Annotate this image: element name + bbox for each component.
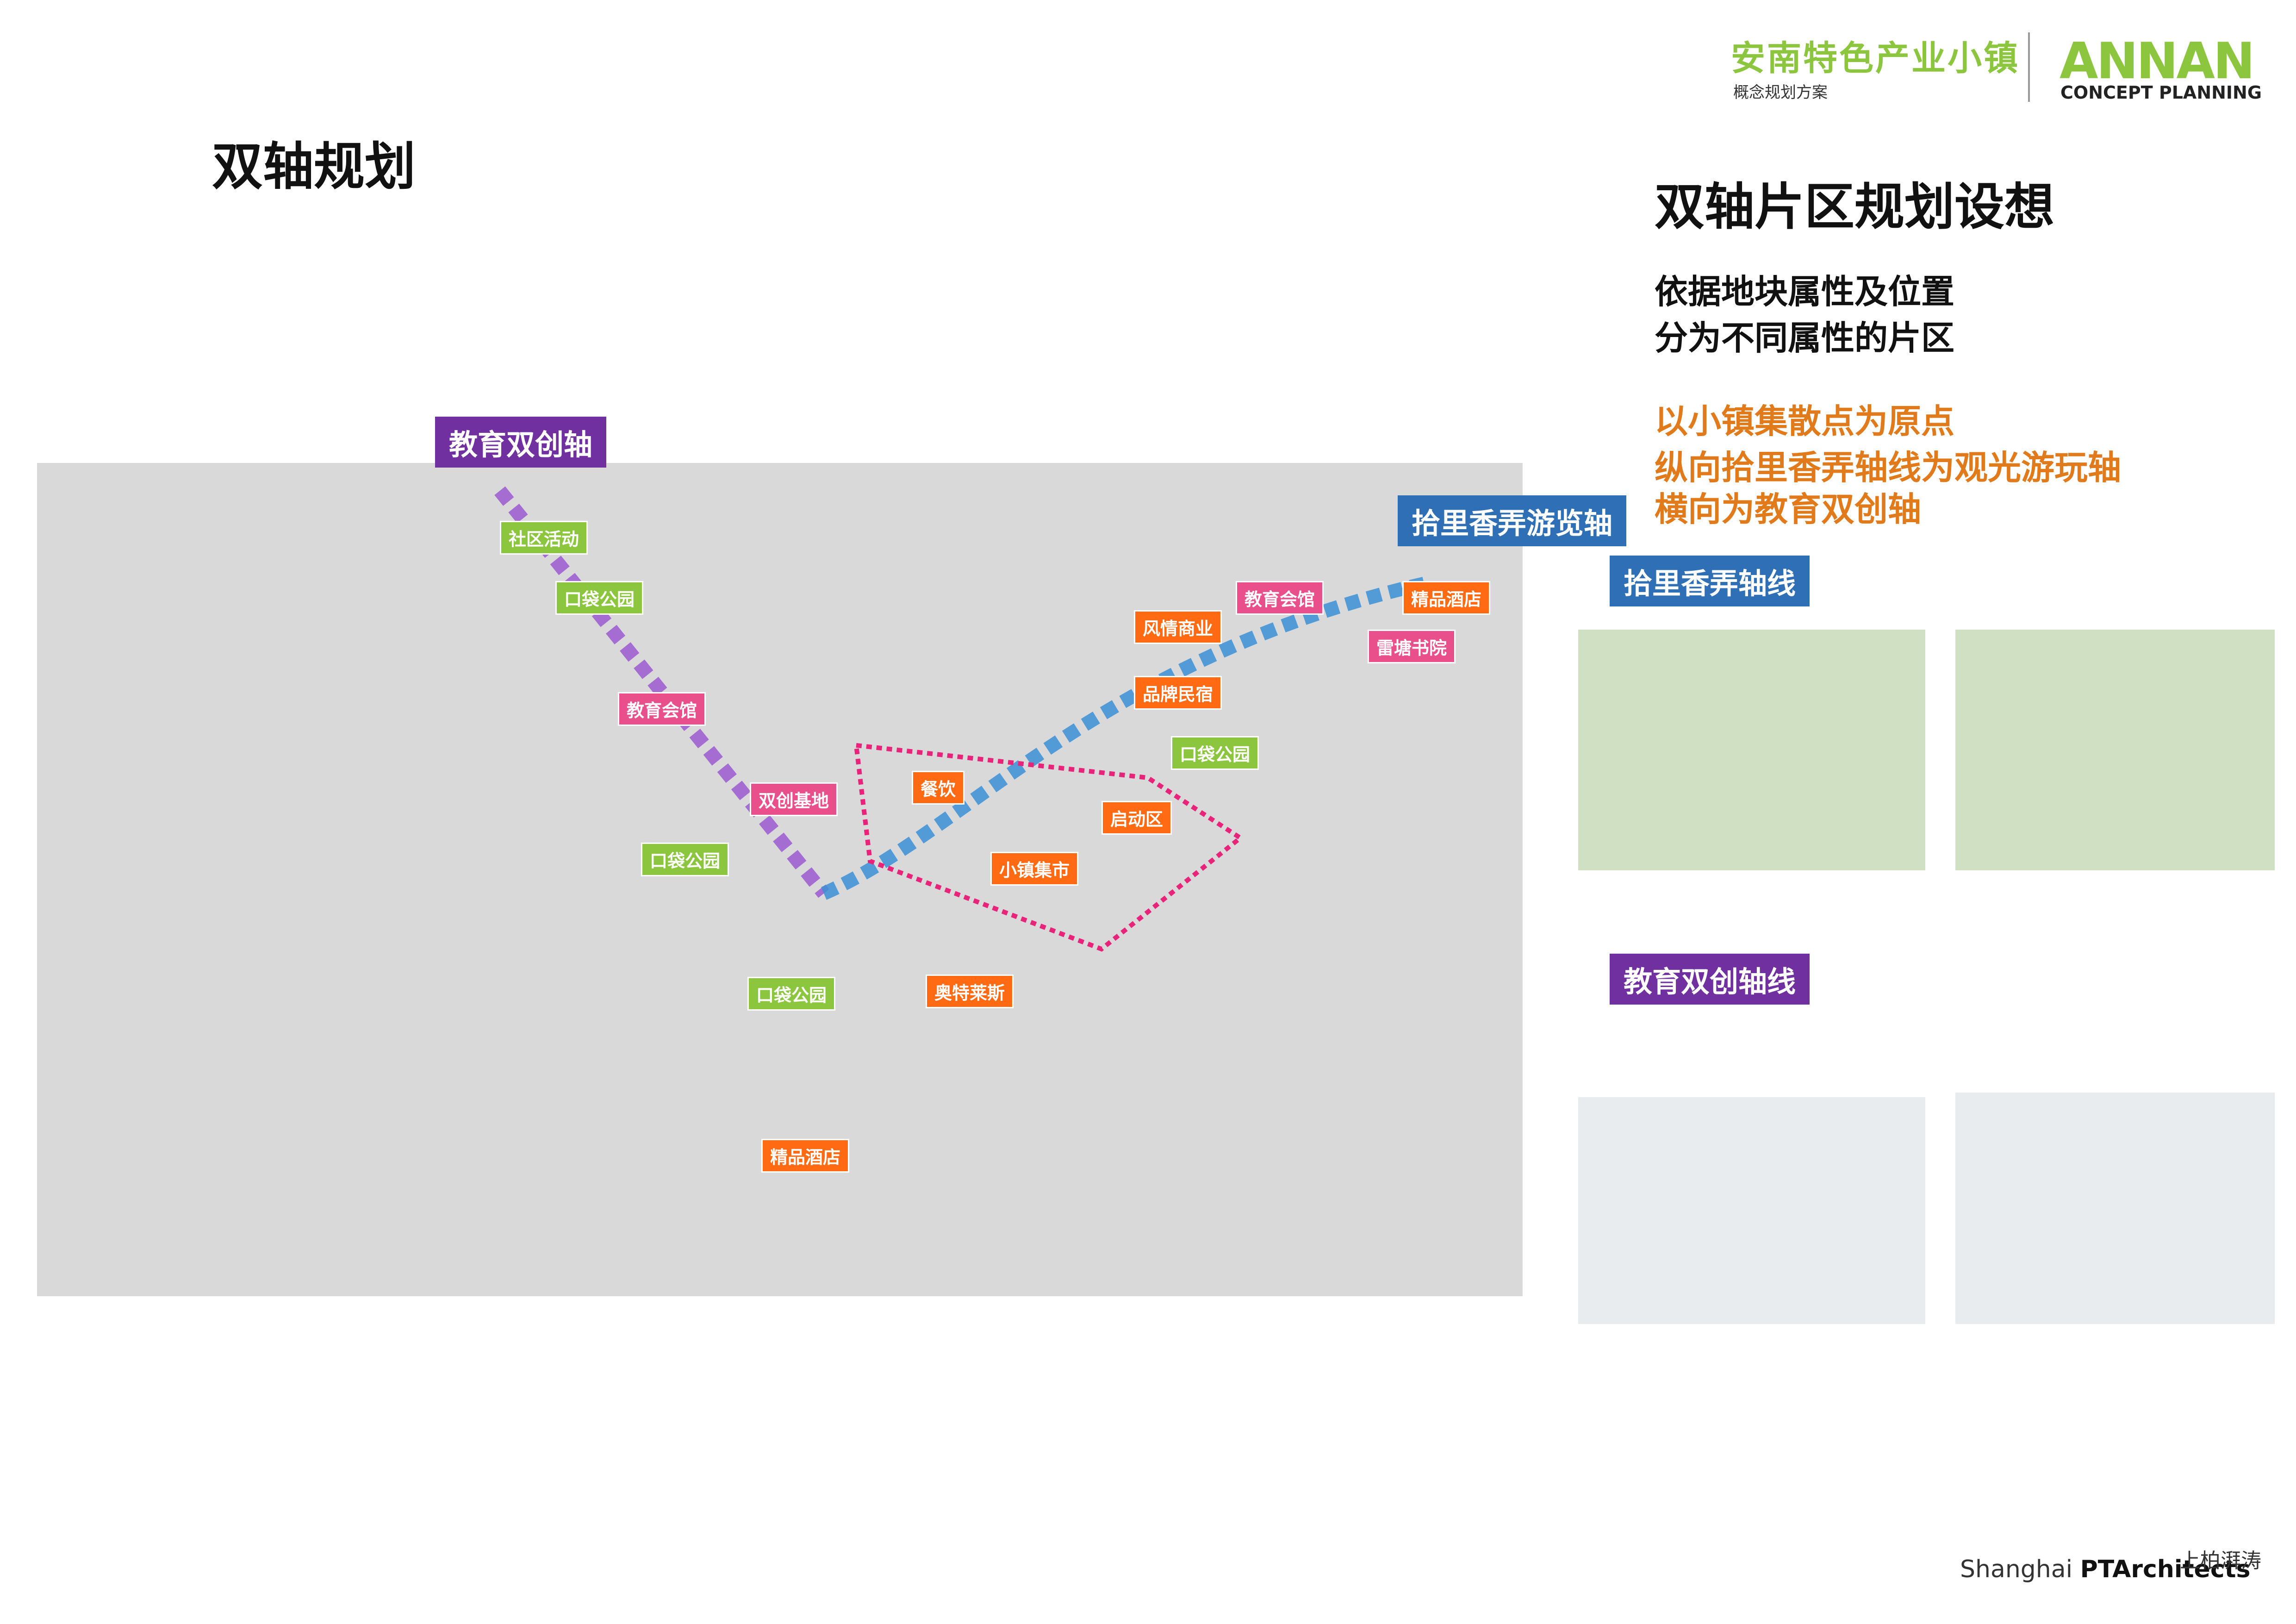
footer-brand-b: PTArchitects (2080, 1555, 2251, 1583)
map-label-community: 社区活动 (500, 521, 588, 555)
annan-logo: ANNAN (2060, 32, 2255, 90)
right-title: 双轴片区规划设想 (1655, 178, 2055, 236)
map-label-education-hall-1: 教育会馆 (618, 692, 706, 726)
footer-brand-cn: 上柏湃涛 (2180, 1549, 2261, 1573)
map-label-pocket-park-4: 口袋公园 (1171, 736, 1259, 770)
right-text-2: 分为不同属性的片区 (1655, 318, 1955, 357)
map-label-pocket-park-1: 口袋公园 (555, 581, 644, 615)
right-orange-1: 以小镇集散点为原点 (1655, 401, 1955, 441)
right-purple-axis-tag: 教育双创轴线 (1610, 954, 1810, 1005)
blue-axis-tag: 拾里香弄游览轴 (1398, 495, 1627, 546)
right-orange-2: 纵向拾里香弄轴线为观光游玩轴 (1655, 448, 2122, 487)
project-subtitle: 概念规划方案 (1733, 83, 1828, 102)
project-title: 安南特色产业小镇 (1731, 38, 2020, 78)
map-label-brand-homestay: 品牌民宿 (1134, 676, 1222, 710)
map-label-outlets: 奥特莱斯 (926, 974, 1014, 1008)
start-zone-boundary (853, 743, 1244, 952)
map-label-pocket-park-3: 口袋公园 (747, 977, 836, 1011)
logo-subtitle: CONCEPT PLANNING (2060, 82, 2262, 103)
blue-axis-line (821, 576, 1427, 900)
map-label-dining: 餐饮 (912, 771, 965, 805)
map-label-innovation-base: 双创基地 (750, 782, 838, 816)
map-label-pocket-park-2: 口袋公园 (641, 843, 729, 876)
map-label-leitang-academy: 雷塘书院 (1368, 630, 1456, 663)
right-orange-3: 横向为教育双创轴 (1655, 489, 1922, 529)
map-label-startup-zone: 启动区 (1101, 801, 1172, 835)
footer-brand: Shanghai PTArchitects (1960, 1555, 2250, 1583)
landscape-photo-2 (1955, 630, 2275, 870)
street-photo-2 (1955, 1093, 2275, 1324)
street-photo-1 (1578, 1097, 1925, 1324)
map-label-commercial: 风情商业 (1134, 610, 1222, 644)
purple-axis-tag: 教育双创轴 (435, 417, 607, 468)
map-label-boutique-hotel-2: 精品酒店 (761, 1139, 850, 1173)
purple-axis-line (494, 486, 829, 898)
header-divider (2028, 32, 2030, 102)
right-text-1: 依据地块属性及位置 (1655, 272, 1955, 311)
right-blue-axis-tag: 拾里香弄轴线 (1610, 556, 1810, 606)
footer-brand-a: Shanghai (1960, 1555, 2080, 1583)
map-label-education-hall-2: 教育会馆 (1236, 581, 1324, 615)
map-label-town-market: 小镇集市 (990, 852, 1079, 886)
map-label-boutique-hotel-1: 精品酒店 (1402, 581, 1491, 615)
page-title: 双轴规划 (212, 137, 416, 196)
landscape-photo-1 (1578, 630, 1925, 870)
